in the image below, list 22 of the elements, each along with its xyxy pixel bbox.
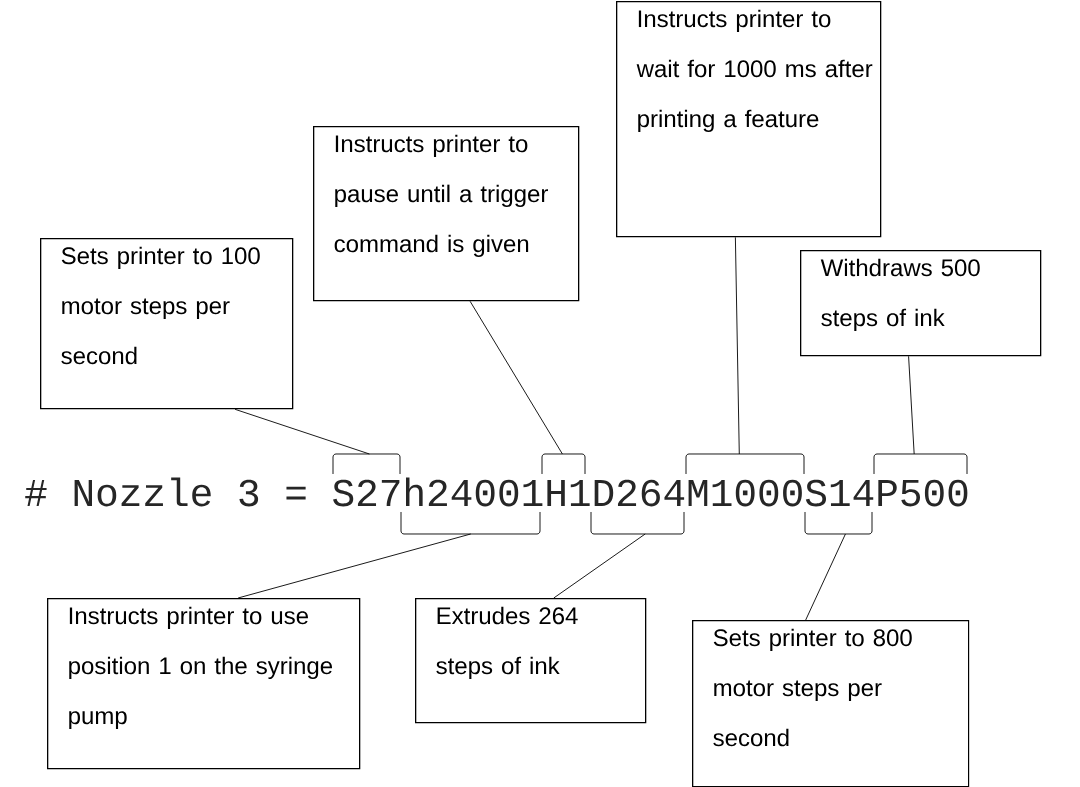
leader-line	[734, 236, 740, 455]
leader-line	[908, 355, 915, 455]
bracket	[541, 453, 586, 475]
bracket	[590, 511, 685, 535]
bracket	[400, 511, 541, 535]
leader-line	[234, 408, 370, 455]
text-box: Sets printer to 100 motor steps per second	[40, 238, 294, 410]
leader-line	[469, 300, 563, 455]
leader-line	[553, 533, 646, 599]
text-box: Instructs printer to use position 1 on the syringe pump	[47, 598, 361, 770]
bracket	[685, 453, 805, 475]
bracket	[804, 511, 873, 535]
text-box: Sets printer to 800 motor steps per second	[692, 620, 970, 787]
leader-line	[805, 533, 846, 621]
text-box: Withdraws 500 steps of ink	[800, 250, 1042, 357]
bracket	[873, 453, 968, 475]
bracket	[332, 453, 401, 475]
code-line: # Nozzle 3 = S27h24001H1D264M1000S14P500	[25, 477, 968, 507]
leader-line	[237, 533, 472, 599]
text-box: Instructs printer to wait for 1000 ms after printing a feature	[616, 1, 882, 238]
text-box: Extrudes 264 steps of ink	[415, 598, 647, 724]
text-box: Instructs printer to pause until a trigger command is given	[313, 126, 580, 302]
